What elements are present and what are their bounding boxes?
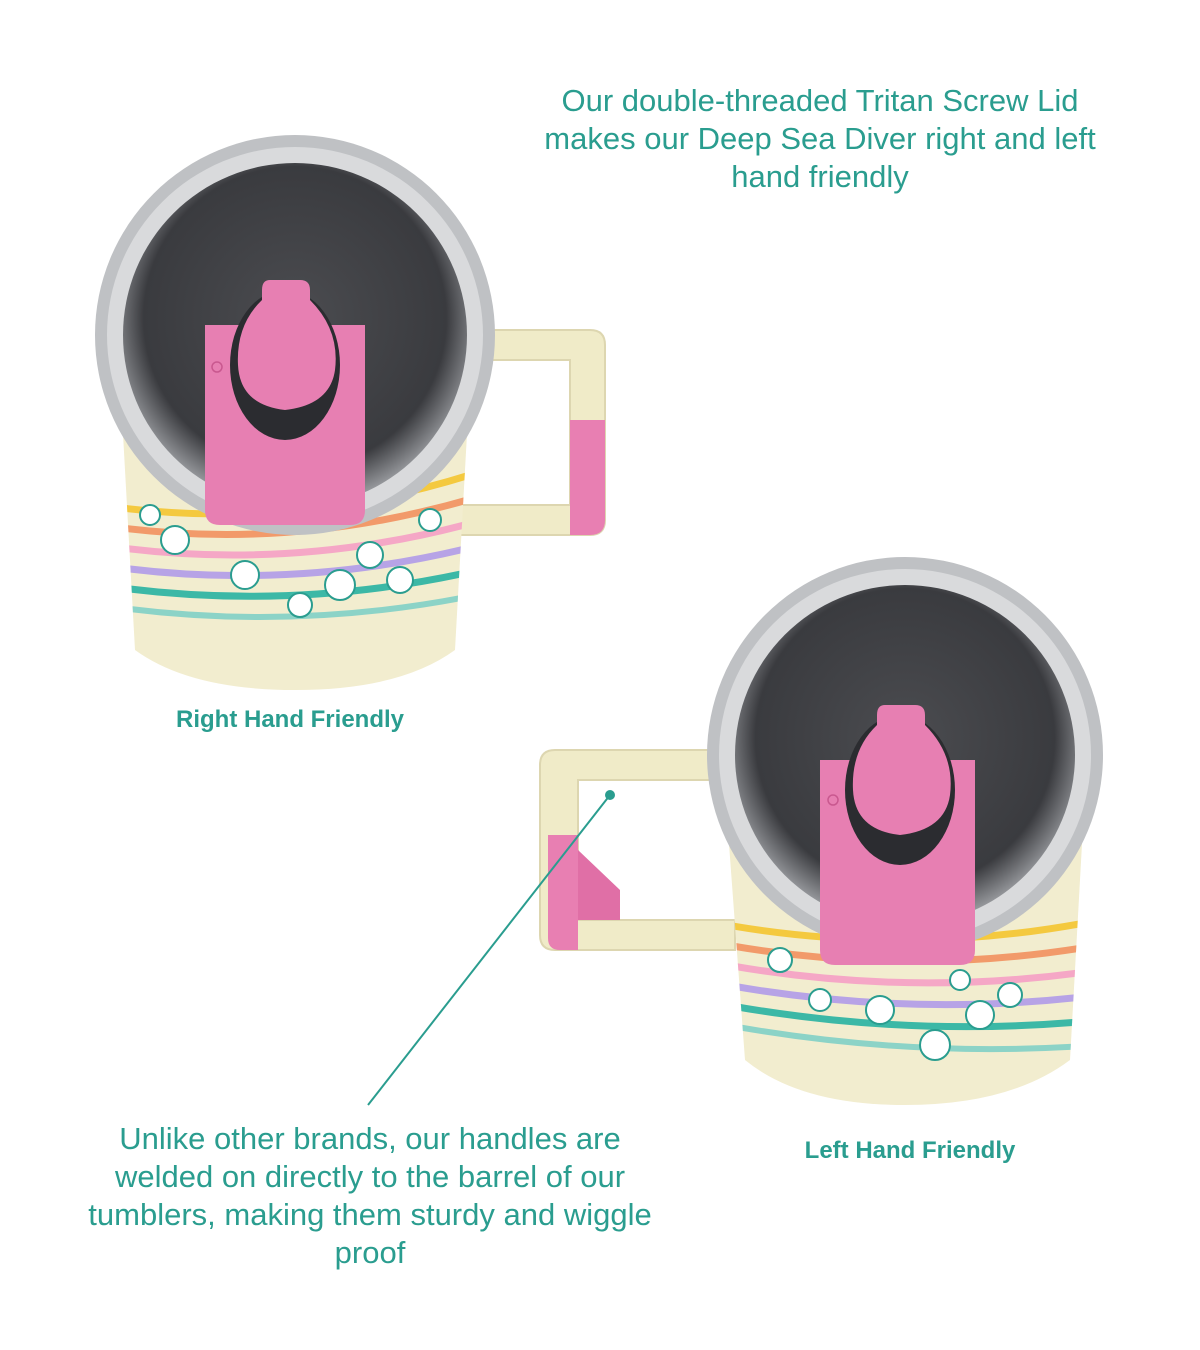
callout-pointer (367, 790, 615, 1106)
handle-feature-caption: Unlike other brands, our handles are wel… (88, 1121, 652, 1270)
tumbler-right-hand (95, 135, 606, 690)
right-hand-friendly-label: Right Hand Friendly (176, 706, 404, 733)
tumbler-left-hand (539, 557, 1103, 1105)
rainbow-band-right (120, 461, 470, 620)
rainbow-band-left (725, 916, 1085, 1061)
lid-feature-caption: Our double-threaded Tritan Screw Lid mak… (544, 83, 1096, 194)
left-hand-friendly-label: Left Hand Friendly (804, 1137, 1016, 1164)
